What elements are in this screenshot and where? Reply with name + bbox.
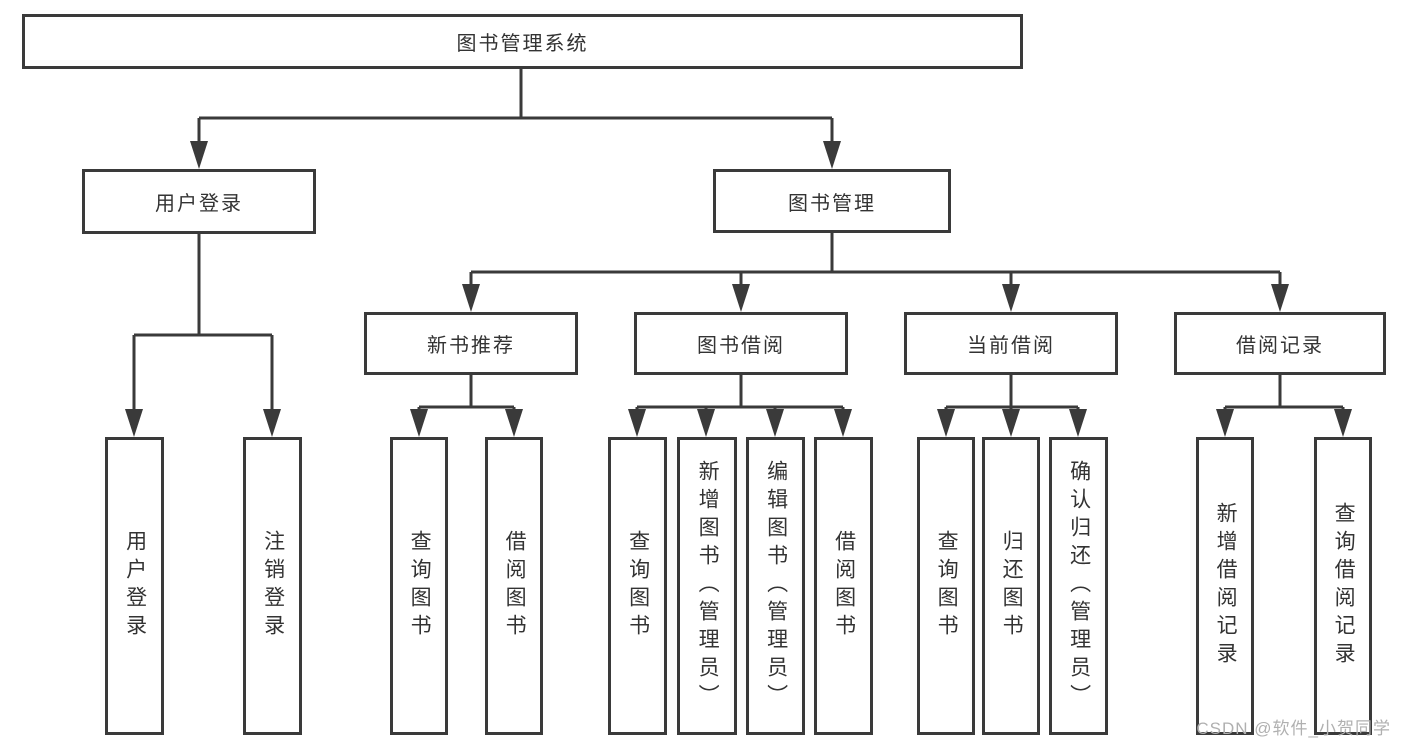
leaf-add-borrow-record: 新增借阅记录 — [1196, 437, 1254, 735]
node-label: 确认归还（管理员） — [1067, 460, 1091, 712]
leaf-return-books: 归还图书 — [982, 437, 1040, 735]
node-label: 新书推荐 — [427, 335, 515, 357]
node-borrowing-records: 借阅记录 — [1174, 312, 1386, 375]
node-label: 查询图书 — [935, 530, 959, 642]
node-label: 查询借阅记录 — [1332, 502, 1356, 670]
node-label: 归还图书 — [1000, 530, 1024, 642]
node-new-book-recommendation: 新书推荐 — [364, 312, 578, 375]
node-label: 新增借阅记录 — [1214, 502, 1238, 670]
leaf-add-books-admin: 新增图书（管理员） — [677, 437, 737, 735]
node-label: 当前借阅 — [967, 335, 1055, 357]
leaf-borrow-books-recommend: 借阅图书 — [485, 437, 543, 735]
csdn-watermark: CSDN @软件_小贺同学 — [1196, 719, 1391, 738]
node-library-management-system: 图书管理系统 — [22, 14, 1023, 69]
node-label: 编辑图书（管理员） — [764, 460, 788, 712]
leaf-query-borrow-record: 查询借阅记录 — [1314, 437, 1372, 735]
node-label: 查询图书 — [626, 530, 650, 642]
leaf-query-books-borrowing: 查询图书 — [608, 437, 667, 735]
node-label: 图书管理系统 — [456, 33, 589, 55]
node-label: 借阅图书 — [832, 530, 856, 642]
leaf-query-books-recommend: 查询图书 — [390, 437, 448, 735]
node-label: 借阅记录 — [1236, 335, 1324, 357]
leaf-edit-books-admin: 编辑图书（管理员） — [746, 437, 805, 735]
node-label: 用户登录 — [155, 193, 243, 215]
node-label: 图书借阅 — [697, 335, 785, 357]
node-label: 查询图书 — [408, 530, 432, 642]
leaf-borrow-books-borrowing: 借阅图书 — [814, 437, 873, 735]
node-label: 注销登录 — [261, 530, 285, 642]
leaf-logout: 注销登录 — [243, 437, 302, 735]
node-book-borrowing: 图书借阅 — [634, 312, 848, 375]
leaf-query-books-current: 查询图书 — [917, 437, 975, 735]
leaf-confirm-return-admin: 确认归还（管理员） — [1049, 437, 1108, 735]
leaf-user-login: 用户登录 — [105, 437, 164, 735]
node-label: 借阅图书 — [503, 530, 527, 642]
node-user-login-module: 用户登录 — [82, 169, 316, 234]
node-label: 新增图书（管理员） — [696, 460, 720, 712]
node-label: 用户登录 — [123, 530, 147, 642]
node-current-borrowing: 当前借阅 — [904, 312, 1118, 375]
node-label: 图书管理 — [788, 192, 876, 215]
node-book-management-module: 图书管理 — [713, 169, 951, 233]
